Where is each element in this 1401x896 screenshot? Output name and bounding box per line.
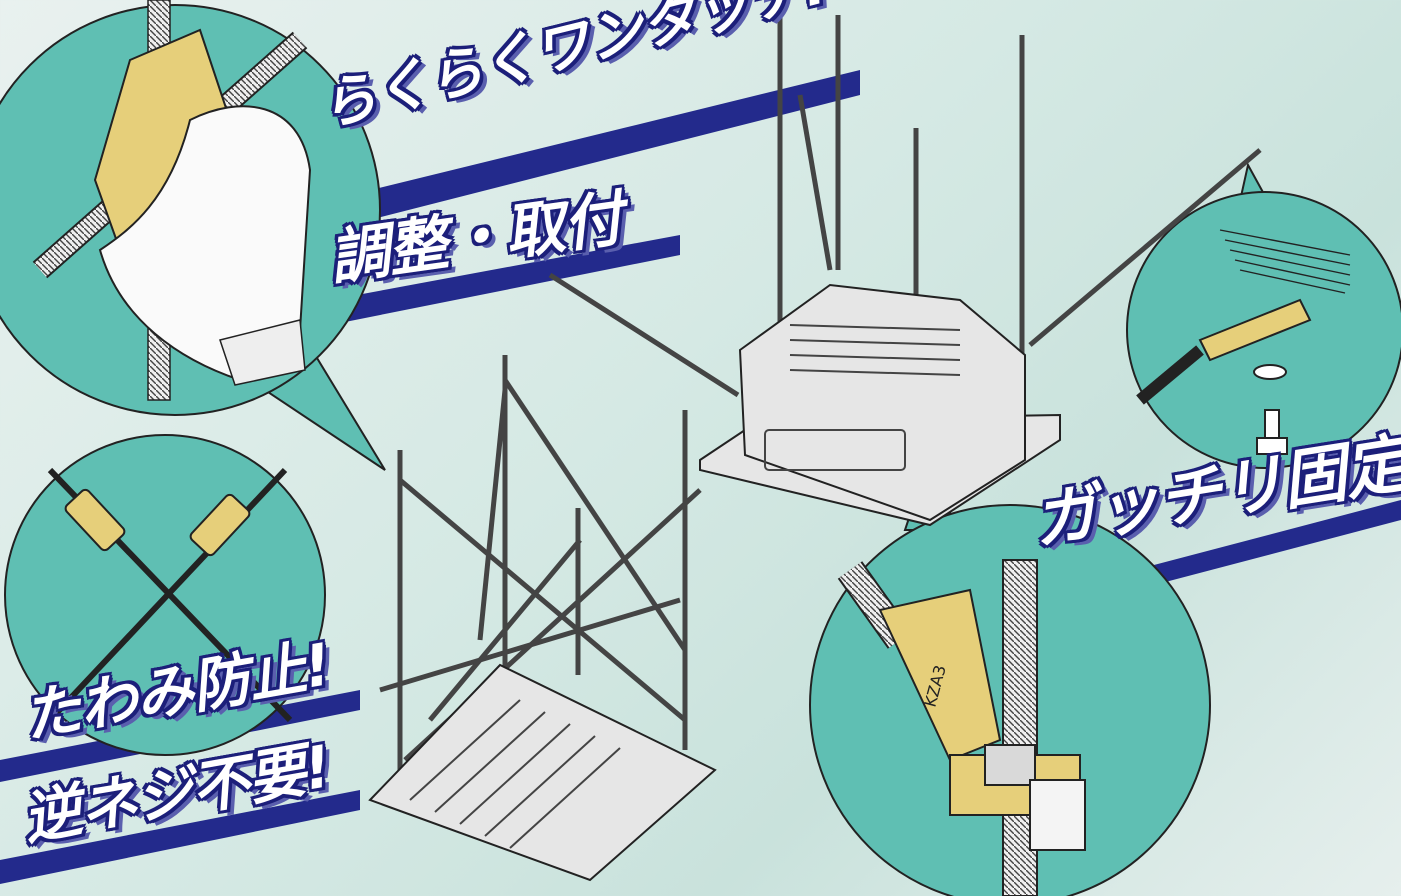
bracket-detail-bubble — [809, 467, 1211, 896]
one-touch-hand-bubble — [0, 0, 386, 471]
sag-prevent-bubble — [4, 434, 326, 756]
ceiling-bracket-bubble — [1126, 162, 1401, 469]
lower-ac-unit — [368, 355, 717, 882]
upper-ac-unit — [548, 15, 1262, 527]
